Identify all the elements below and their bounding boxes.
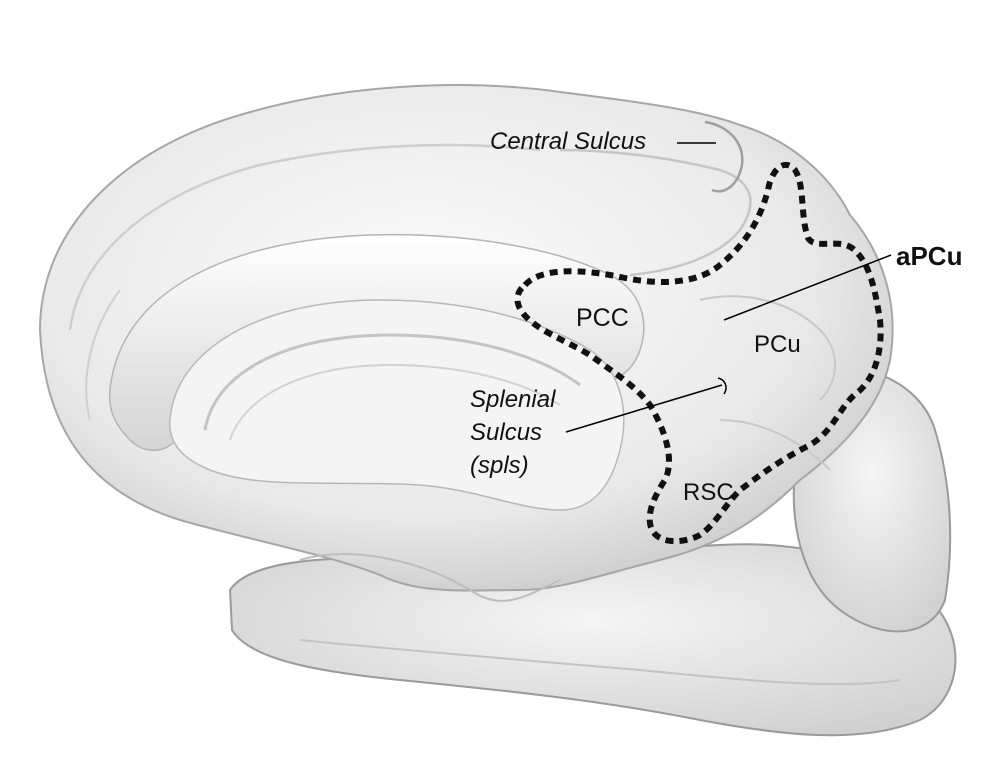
splenial-label-line2: Sulcus	[470, 419, 543, 446]
splenial-sulcus-label: Splenial Sulcus (spls)	[470, 383, 555, 482]
splenial-label-line3: (spls)	[470, 452, 529, 479]
frontal-gyrus-fold	[68, 143, 541, 331]
pcc-label: PCC	[576, 304, 629, 332]
corpus-callosum	[169, 299, 625, 511]
splenial-sulcus-marker	[717, 377, 727, 395]
callosal-inner-curve	[203, 333, 581, 431]
temporal-fold	[299, 639, 901, 686]
callosal-inner-curve-2	[229, 363, 561, 441]
medial-temporal-fold	[299, 553, 561, 602]
splenial-label-line1: Splenial	[470, 386, 556, 413]
paracentral-fold	[559, 148, 752, 277]
region-outline-pcc-pcu	[514, 161, 884, 545]
pcu-label: PCu	[754, 331, 801, 358]
rsc-label: RSC	[683, 479, 734, 506]
apcu-label: aPCu	[896, 241, 963, 271]
central-sulcus-notch	[704, 120, 744, 193]
splenial-sulcus-pointer	[565, 384, 723, 433]
apcu-pointer	[723, 254, 892, 321]
parieto-occipital-fold	[719, 419, 831, 471]
central-sulcus-label: Central Sulcus	[490, 128, 647, 155]
frontal-gyrus-fold-2	[85, 289, 121, 421]
precuneus-fold	[699, 295, 836, 401]
